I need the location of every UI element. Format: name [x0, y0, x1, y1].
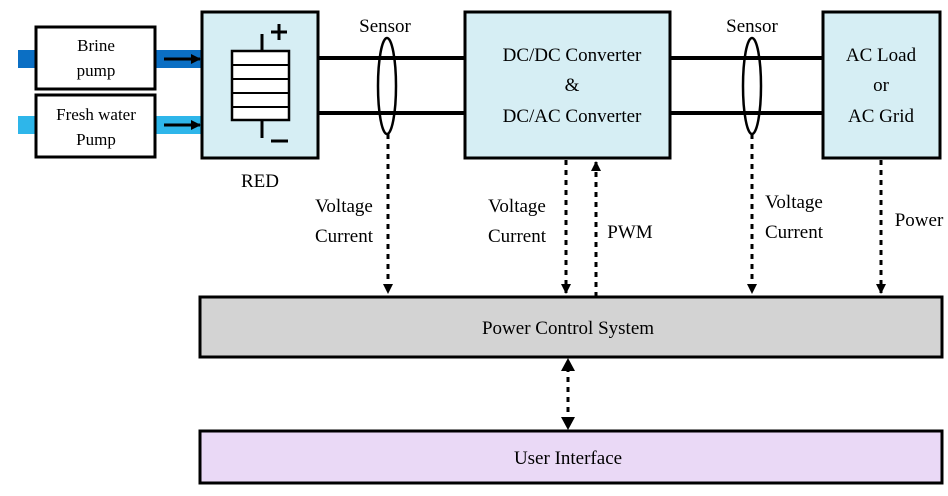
right-sensor-label: Sensor: [726, 16, 778, 37]
converter-label-2: &: [565, 75, 580, 96]
right-sensor-icon: [741, 36, 763, 136]
left-sensor-icon: [376, 36, 398, 136]
ac-load-box: [821, 10, 942, 160]
left-sensor-label: Sensor: [359, 16, 411, 37]
brine-pump-label-1: Brine: [77, 36, 115, 55]
control-ui-arrow-down: [561, 417, 575, 430]
converter-box: [463, 10, 672, 160]
converter-label-1: DC/DC Converter: [503, 45, 642, 66]
fresh-water-pump-label-2: Pump: [76, 130, 116, 149]
ac-load-label-2: or: [873, 75, 890, 96]
mid-current-label: Current: [488, 226, 547, 247]
right-current-label: Current: [765, 222, 824, 243]
brine-pipe: [18, 50, 36, 68]
brine-pump-label-2: pump: [77, 61, 116, 80]
control-ui-arrow-up: [561, 358, 575, 371]
power-control-label: Power Control System: [482, 318, 654, 339]
mid-voltage-label: Voltage: [488, 196, 546, 217]
user-interface-box: [198, 429, 944, 485]
converter-label-3: DC/AC Converter: [503, 106, 642, 127]
user-interface-label: User Interface: [514, 448, 622, 469]
ac-load-label-3: AC Grid: [848, 106, 914, 127]
stack-icon: [230, 34, 291, 138]
positive-terminal-icon: [271, 24, 287, 40]
right-voltage-label: Voltage: [765, 192, 823, 213]
fresh-water-pump-box: [34, 93, 157, 159]
power-label: Power: [895, 210, 944, 231]
brine-pump-box: [34, 25, 157, 91]
fresh-water-pipe: [18, 116, 36, 134]
fresh-water-pump-label-1: Fresh water: [56, 105, 136, 124]
power-control-box: [198, 295, 944, 359]
pwm-label: PWM: [607, 222, 653, 243]
red-label: RED: [241, 171, 279, 192]
left-current-label: Current: [315, 226, 374, 247]
ac-load-label-1: AC Load: [846, 45, 917, 66]
left-voltage-label: Voltage: [315, 196, 373, 217]
